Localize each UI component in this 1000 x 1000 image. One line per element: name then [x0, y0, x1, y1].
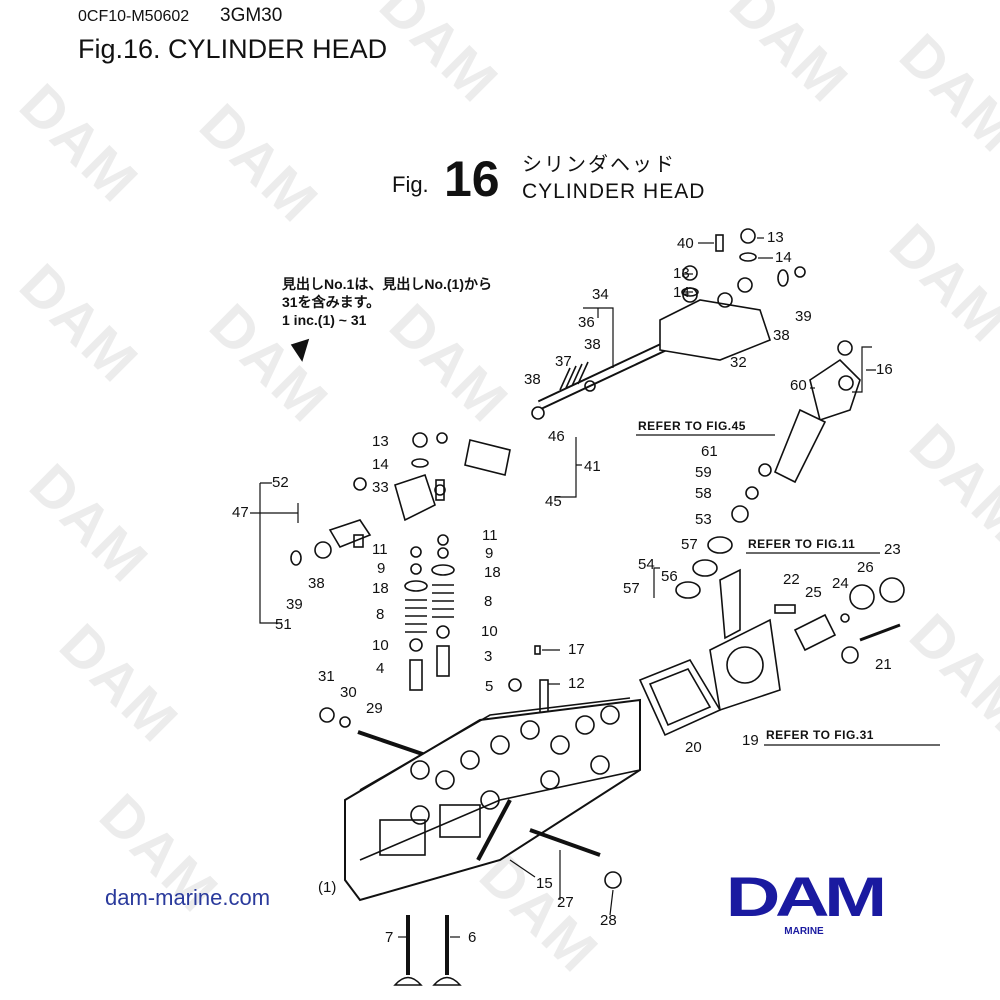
callout-label: 8	[376, 606, 385, 623]
callout-label: 58	[695, 485, 712, 502]
callout-label: 33	[372, 479, 389, 496]
callout-label: 24	[832, 575, 849, 592]
callout-label: 51	[275, 616, 292, 633]
logo-subtext: MARINE	[784, 926, 824, 937]
engine-model: 3GM30	[220, 5, 283, 26]
callout-label: 3	[484, 648, 493, 665]
callout-label: 4	[376, 660, 385, 677]
callout-label: 14	[673, 284, 690, 301]
callout-label: 20	[685, 739, 702, 756]
callout-label: 12	[568, 675, 585, 692]
figure-number: 16	[444, 151, 500, 207]
callout-label: 19	[742, 732, 759, 749]
callout-label: 30	[340, 684, 357, 701]
note-line: 31を含みます。	[282, 294, 381, 310]
callout-label: 36	[578, 314, 595, 331]
callout-label: 57	[623, 580, 640, 597]
callout-label: 27	[557, 894, 574, 911]
callout-label: 23	[884, 541, 901, 558]
reference-fig11: REFER TO FIG.11	[748, 537, 856, 551]
callout-label: 61	[701, 443, 718, 460]
callout-label: 17	[568, 641, 585, 658]
note-line: 見出しNo.1は、見出しNo.(1)から	[282, 276, 492, 292]
callout-label: 10	[372, 637, 389, 654]
document-code: 0CF10-M50602	[78, 8, 190, 25]
page-title: Fig.16. CYLINDER HEAD	[78, 34, 388, 64]
callout-label: 6	[468, 929, 477, 946]
direction-arrow-icon	[290, 338, 310, 362]
callout-label: 39	[795, 308, 812, 325]
callout-label: 28	[600, 912, 617, 929]
callout-label: 26	[857, 559, 874, 576]
callout-label: 38	[773, 327, 790, 344]
callout-label: 8	[484, 593, 493, 610]
note-line: 1 inc.(1) ~ 31	[282, 312, 367, 328]
callout-label: 18	[484, 564, 501, 581]
callout-label: 34	[592, 286, 609, 303]
callout-label: 60	[790, 377, 807, 394]
callout-label: 13	[372, 433, 389, 450]
callout-label: 38	[584, 336, 601, 353]
callout-label: 7	[385, 929, 394, 946]
callout-label: 22	[783, 571, 800, 588]
callout-label: (1)	[318, 879, 337, 896]
callout-label: 59	[695, 464, 712, 481]
figure-word: Fig.	[392, 172, 429, 197]
callout-label: 15	[536, 875, 553, 892]
website-link[interactable]: dam-marine.com	[105, 885, 271, 910]
callout-label: 9	[377, 560, 386, 577]
reference-fig31: REFER TO FIG.31	[766, 728, 874, 742]
callout-label: 9	[485, 545, 494, 562]
callout-label: 14	[775, 249, 792, 266]
callout-label: 25	[805, 584, 822, 601]
callout-label: 18	[372, 580, 389, 597]
callout-label: 32	[730, 354, 747, 371]
figure-title-en: CYLINDER HEAD	[522, 180, 706, 203]
callout-label: 52	[272, 474, 289, 491]
reference-fig45: REFER TO FIG.45	[638, 419, 746, 433]
figure-title-jp: シリンダヘッド	[522, 154, 676, 176]
callout-label: 56	[661, 568, 678, 585]
callout-label: 29	[366, 700, 383, 717]
callout-label: 31	[318, 668, 335, 685]
callout-label: 47	[232, 504, 249, 521]
callout-label: 21	[875, 656, 892, 673]
callout-label: 45	[545, 493, 562, 510]
callout-label: 39	[286, 596, 303, 613]
dam-marine-logo: DAM MARINE	[712, 865, 896, 938]
callout-label: 41	[584, 458, 601, 475]
callout-label: 53	[695, 511, 712, 528]
callout-label: 5	[485, 678, 494, 695]
callout-label: 14	[372, 456, 389, 473]
callout-label: 16	[876, 361, 893, 378]
callout-label: 11	[482, 527, 498, 544]
callout-label: 10	[481, 623, 498, 640]
callout-label: 37	[555, 353, 572, 370]
callout-label: 13	[673, 265, 690, 282]
callout-label: 11	[372, 541, 388, 558]
callout-label: 57	[681, 536, 698, 553]
logo-text: DAM	[726, 865, 887, 928]
inclusion-note: 見出しNo.1は、見出しNo.(1)から 31を含みます。 1 inc.(1) …	[282, 275, 492, 329]
callout-label: 54	[638, 556, 655, 573]
callout-label: 38	[524, 371, 541, 388]
callout-label: 46	[548, 428, 565, 445]
callout-label: 40	[677, 235, 694, 252]
callout-label: 13	[767, 229, 784, 246]
callout-label: 38	[308, 575, 325, 592]
